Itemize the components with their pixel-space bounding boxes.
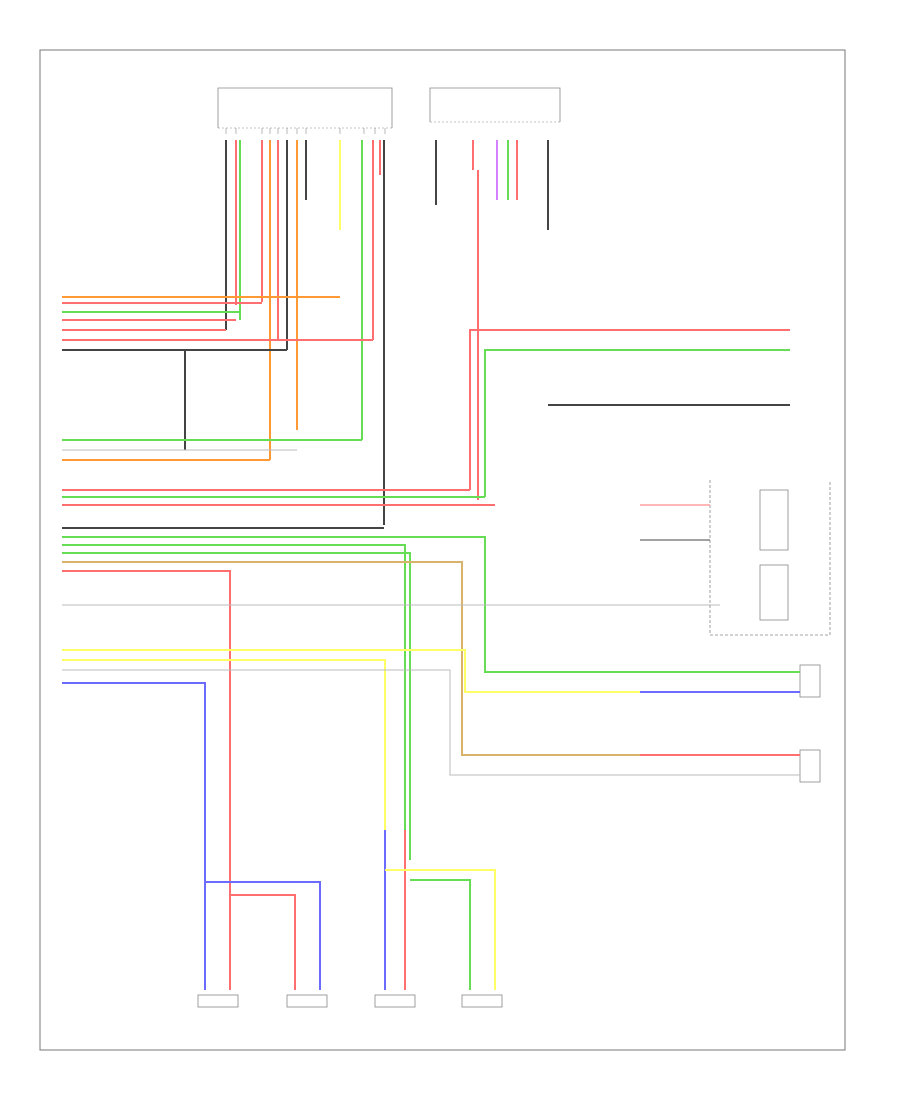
combination-meter [640, 480, 831, 636]
audio-unit-wires [225, 140, 385, 525]
right-harness-runs [469, 329, 790, 497]
left-harness-mid [62, 439, 495, 506]
left-tweeter [286, 994, 328, 1008]
left-harness-lower [62, 527, 720, 860]
right-tweeter [461, 994, 503, 1008]
antenna-connector [429, 87, 561, 123]
diagram-frame [39, 49, 846, 1051]
front-right-speaker [374, 994, 416, 1008]
left-harness-top [62, 296, 373, 450]
rear-left-speaker [640, 749, 821, 783]
antenna-wires [435, 140, 549, 500]
front-left-speaker [197, 994, 239, 1008]
audio-unit-connector [217, 87, 393, 134]
bottom-speaker-wires [204, 830, 496, 990]
rear-right-speaker [640, 664, 821, 698]
